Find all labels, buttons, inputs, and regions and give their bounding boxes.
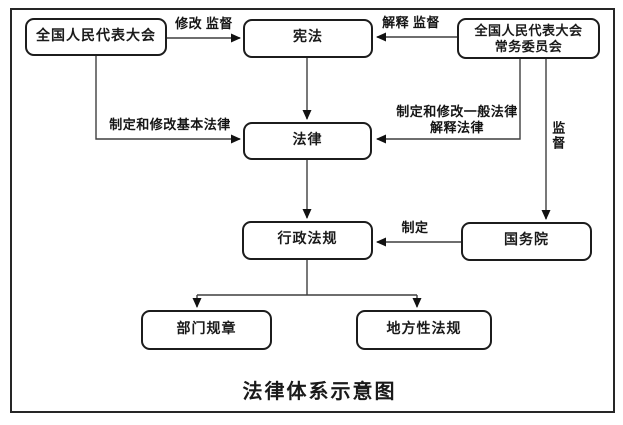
node-national-peoples-congress: 全国人民代表大会	[25, 18, 167, 56]
node-label: 国务院	[504, 233, 549, 249]
node-label-line2: 常务委员会	[494, 38, 563, 54]
node-department-rules: 部门规章	[141, 310, 272, 350]
edge-label-interpret-supervise: 解释 监督	[382, 15, 440, 30]
edge-label-enact-amend-basic-laws: 制定和修改基本法律	[109, 117, 231, 132]
node-npc-standing-committee: 全国人民代表大会 常务委员会	[457, 18, 600, 59]
node-label: 行政法规	[277, 232, 338, 248]
node-state-council: 国务院	[461, 222, 592, 261]
edge-label-supervise: 监督	[550, 121, 566, 151]
diagram-title: 法律体系示意图	[242, 381, 397, 403]
edge-label-enact-amend-general-laws: 制定和修改一般法律 解释法律	[393, 104, 521, 137]
node-label-line1: 全国人民代表大会	[474, 22, 583, 38]
outer-border	[10, 8, 615, 413]
edge-label-line2: 解释法律	[429, 120, 484, 136]
edge-label-enact: 制定	[401, 220, 429, 235]
node-label: 地方性法规	[386, 321, 462, 337]
edge-label-amend-supervise: 修改 监督	[175, 16, 233, 31]
node-local-regulations: 地方性法规	[356, 310, 492, 350]
node-law: 法律	[243, 122, 372, 160]
node-label: 宪法	[293, 30, 323, 46]
node-label: 法律	[292, 132, 323, 148]
node-constitution: 宪法	[243, 19, 373, 58]
node-label: 全国人民代表大会	[36, 28, 156, 44]
edge-label-line1: 制定和修改一般法律	[396, 104, 518, 119]
node-label: 部门规章	[176, 321, 237, 337]
node-administrative-regulations: 行政法规	[242, 221, 373, 260]
